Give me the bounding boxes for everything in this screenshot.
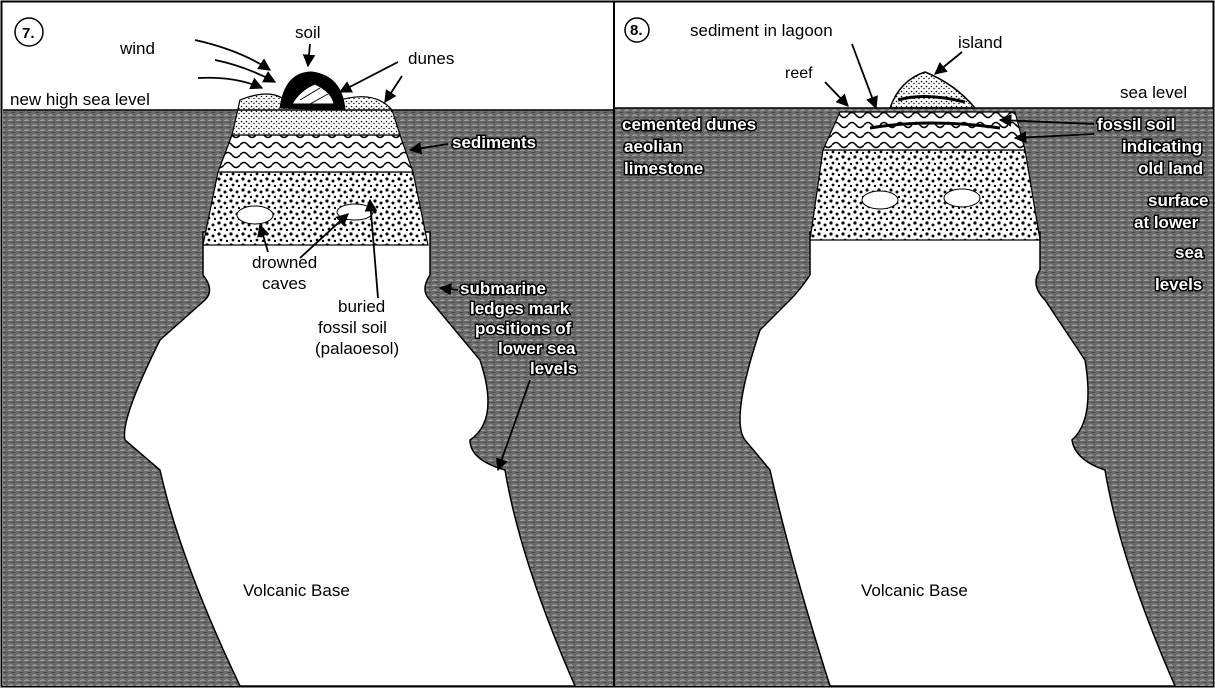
label-old-land: old land [1138,159,1203,178]
label-sediments: sediments [452,133,536,152]
cave-left-2 [337,204,373,220]
label-limestone: limestone [624,159,703,178]
label-sediment-in-lagoon: sediment in lagoon [690,21,833,40]
label-sea-level: sea level [1120,83,1187,102]
label-dunes: dunes [408,49,454,68]
label-fossil-soil: fossil soil [318,318,387,337]
label-cemented-dunes: cemented dunes [622,115,756,134]
limestone-layer-left [203,172,428,245]
panel-number-left: 7. [22,25,35,42]
label-caves: caves [262,274,306,293]
label-positions-of: positions of [475,319,572,338]
cave-left-1 [237,206,273,224]
label-wind: wind [119,39,155,58]
label-palaoesol: (palaoesol) [315,339,399,358]
limestone-layer-right [810,150,1040,240]
panel-right: 8. sediment in lagoon island reef sea le… [615,18,1213,686]
label-lower-sea: lower sea [498,339,576,358]
label-indicating: indicating [1122,137,1202,156]
label-aeolian: aeolian [624,137,683,156]
label-reef: reef [785,65,813,82]
panel-left: 7. soil wind dunes new high sea level se… [3,18,613,686]
label-levels-right: levels [1155,275,1202,294]
label-fossil-soil-right: fossil soil [1097,115,1175,134]
label-drowned: drowned [252,253,317,272]
label-new-high-sea-level: new high sea level [10,90,150,109]
panel-number-right: 8. [630,22,643,39]
sediment-layer-left [218,135,413,172]
cemented-dunes-right [823,112,1025,150]
label-sea-word: sea [1175,243,1204,262]
label-surface: surface [1148,191,1208,210]
label-submarine: submarine [460,279,546,298]
label-island: island [958,33,1002,52]
label-at-lower: at lower [1134,213,1199,232]
label-levels: levels [530,359,577,378]
label-volcanic-base-left: Volcanic Base [243,581,350,600]
label-buried: buried [338,297,385,316]
cave-right-1 [862,191,898,209]
cave-right-2 [944,189,980,207]
label-volcanic-base-right: Volcanic Base [861,581,968,600]
label-ledges-mark: ledges mark [470,299,570,318]
label-soil: soil [295,23,321,42]
